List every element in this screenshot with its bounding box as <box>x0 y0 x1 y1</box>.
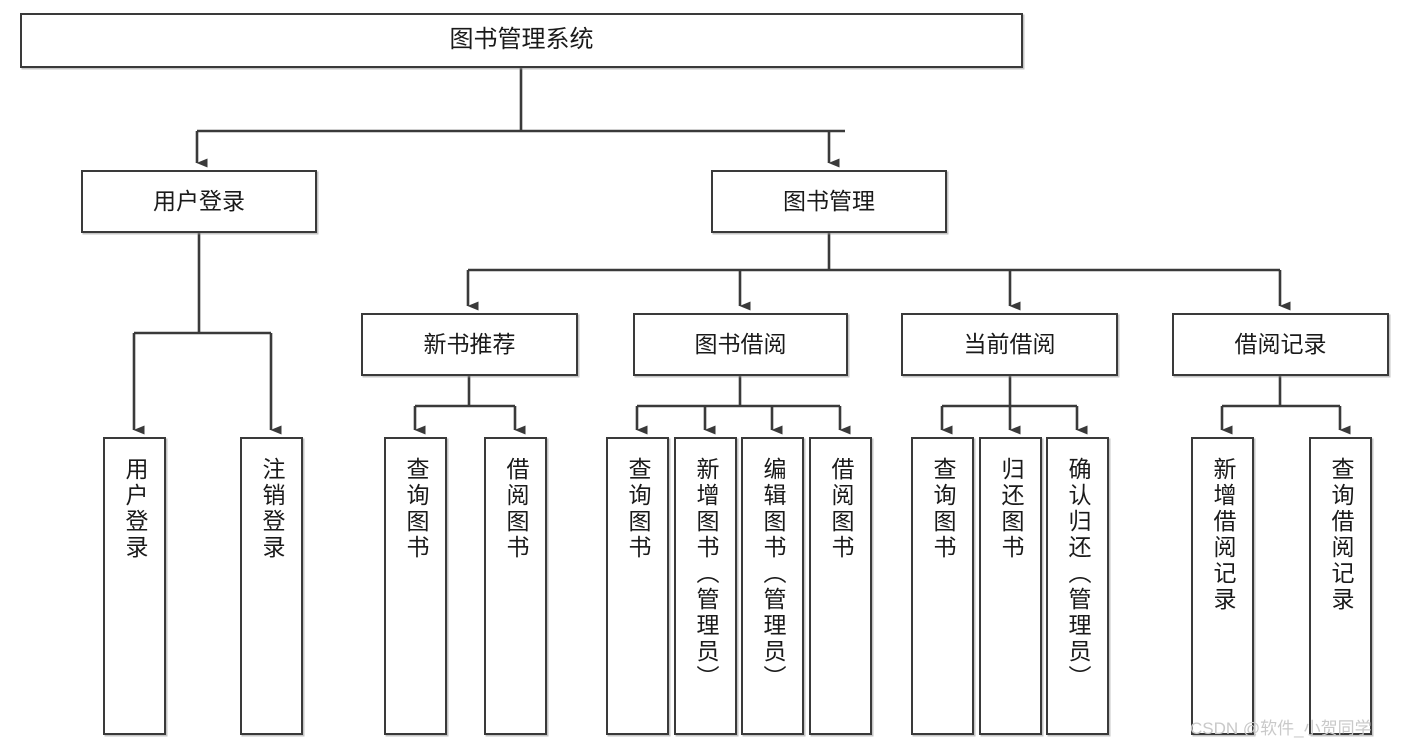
node-label: 编辑图书（管理员） <box>760 457 786 691</box>
node-root-system[interactable]: 图书管理系统 <box>20 13 1023 68</box>
node-label: 查询借阅记录 <box>1328 457 1354 613</box>
node-label: 查询图书 <box>930 457 956 561</box>
node-label: 当前借阅 <box>963 330 1056 357</box>
leaf-current-borrow-confirm-return[interactable]: 确认归还（管理员） <box>1046 437 1109 735</box>
node-label: 图书管理系统 <box>449 26 594 54</box>
csdn-watermark: CSDN @软件_小贺同学 <box>1190 719 1372 738</box>
leaf-current-borrow-return[interactable]: 归还图书 <box>979 437 1042 735</box>
node-label: 查询图书 <box>625 457 651 561</box>
leaf-borrow-record-query[interactable]: 查询借阅记录 <box>1309 437 1372 735</box>
node-new-book-recommend[interactable]: 新书推荐 <box>361 313 578 376</box>
node-label: 借阅记录 <box>1234 330 1327 357</box>
node-borrow-record[interactable]: 借阅记录 <box>1172 313 1389 376</box>
node-label: 借阅图书 <box>828 457 854 561</box>
leaf-book-borrow-edit[interactable]: 编辑图书（管理员） <box>741 437 804 735</box>
node-label: 图书借阅 <box>694 330 787 357</box>
node-label: 查询图书 <box>403 457 429 561</box>
node-label: 新书推荐 <box>423 330 516 357</box>
leaf-borrow-record-add[interactable]: 新增借阅记录 <box>1191 437 1254 735</box>
leaf-user-login-login[interactable]: 用户登录 <box>103 437 166 735</box>
node-user-login[interactable]: 用户登录 <box>81 170 317 233</box>
leaf-book-borrow-query[interactable]: 查询图书 <box>606 437 669 735</box>
node-label: 新增图书（管理员） <box>693 457 719 691</box>
leaf-book-borrow-add[interactable]: 新增图书（管理员） <box>674 437 737 735</box>
node-label: 归还图书 <box>998 457 1024 561</box>
node-label: 注销登录 <box>259 457 285 561</box>
node-label: 用户登录 <box>122 457 148 561</box>
node-label: 用户登录 <box>153 187 245 214</box>
node-label: 图书管理 <box>783 187 875 214</box>
node-label: 借阅图书 <box>503 457 529 561</box>
node-current-borrow[interactable]: 当前借阅 <box>901 313 1118 376</box>
leaf-new-book-query[interactable]: 查询图书 <box>384 437 447 735</box>
node-label: 新增借阅记录 <box>1210 457 1236 613</box>
node-label: 确认归还（管理员） <box>1065 457 1091 691</box>
node-book-borrow[interactable]: 图书借阅 <box>633 313 848 376</box>
leaf-book-borrow-borrow[interactable]: 借阅图书 <box>809 437 872 735</box>
leaf-user-login-logout[interactable]: 注销登录 <box>240 437 303 735</box>
node-book-management[interactable]: 图书管理 <box>711 170 947 233</box>
leaf-current-borrow-query[interactable]: 查询图书 <box>911 437 974 735</box>
leaf-new-book-borrow[interactable]: 借阅图书 <box>484 437 547 735</box>
